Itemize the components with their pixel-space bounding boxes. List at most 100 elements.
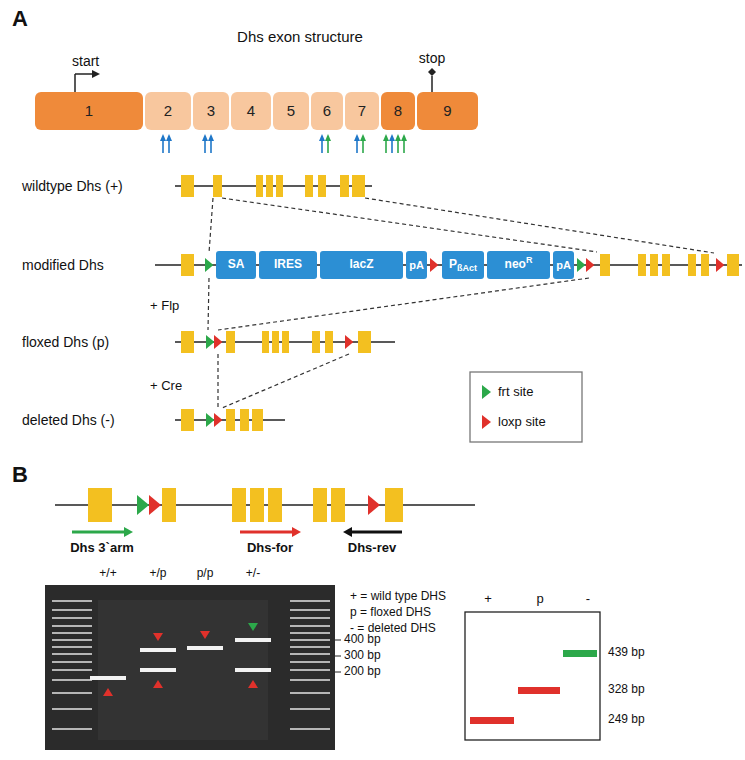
size-tick [335,672,341,673]
exon-block [331,488,345,522]
ladder-band [52,653,92,655]
site-arrow-head [383,134,389,141]
exon-box: 6 [311,92,343,130]
ladder-band [290,692,330,694]
row-label: wildtype Dhs (+) [22,178,123,194]
stop-line [431,76,433,92]
site-arrow [204,140,206,153]
start-line [74,74,76,92]
panel-title: Dhs exon structure [237,28,363,45]
site-arrow-head [395,134,401,141]
site-arrow-head [202,134,208,141]
key-text: p = floxed DHS [350,606,431,620]
exon-block [226,331,235,353]
exon-block [232,488,246,522]
loxp-site [149,495,161,515]
exon-block [340,175,349,197]
cassette-box: SA [216,251,256,279]
gel-band [140,648,176,652]
ladder-band [52,692,92,694]
ladder-band [290,669,330,671]
site-arrow [162,140,164,153]
ladder-band [52,600,92,602]
exon-block [213,175,222,197]
legend-frame [470,372,582,442]
size-label: 328 bp [608,683,645,697]
gel-image [45,585,335,750]
gel-band [90,676,126,680]
marker-label: start [72,53,99,69]
ladder-band [290,632,330,634]
step-label: + Cre [150,379,182,394]
site-arrow-head [354,134,360,141]
legend-text: frt site [498,385,533,400]
exon-block [252,409,263,431]
marker-label: stop [419,50,445,66]
site-arrow [356,140,358,153]
ladder-band [290,609,330,611]
exon-block [358,331,371,353]
box-text: 1 [85,103,93,120]
exon-block [312,331,320,353]
exon-block [240,409,249,431]
gel-band [235,638,271,642]
exon-box: 9 [417,92,478,130]
ladder-band [290,617,330,619]
box-text: 2 [164,103,172,120]
ladder-band [290,653,330,655]
exon-block [262,331,269,353]
ladder-band [52,639,92,641]
start-arrowhead [92,70,100,78]
box-text: neo [505,258,526,271]
ladder-band [52,661,92,663]
loxp-site [214,413,222,427]
ladder-band [52,708,92,710]
frt-site [577,258,585,272]
band-marker [200,631,210,639]
exon-block [181,331,194,353]
exon-block [313,488,327,522]
box-text: 3 [207,103,215,120]
box-text: P [449,258,457,271]
panel-letter: B [12,462,28,487]
loxp-site [430,258,438,272]
size-label: 439 bp [608,646,645,660]
ladder-band [290,708,330,710]
cassette-box: pA [553,251,574,279]
band-bar [563,650,597,657]
site-arrow-head [160,134,166,141]
row-label: floxed Dhs (p) [22,334,109,350]
size-label: 300 bp [344,649,381,663]
exon-block [662,254,670,276]
exon-block [250,488,264,522]
exon-block [305,175,313,197]
exon-block [318,175,326,197]
box-text: 9 [443,103,451,120]
site-arrow [397,140,399,153]
ladder-band [290,661,330,663]
gene-line [55,504,475,506]
superscript-text: R [526,256,533,266]
exon-block [385,488,403,522]
cassette-box: PßAct [442,251,484,279]
exon-block [688,254,696,276]
exon-box: 8 [381,92,415,130]
column-header: p [536,592,543,607]
band-marker [153,680,163,688]
exon-box: 3 [193,92,229,130]
box-text: 5 [287,103,295,120]
exon-box: 4 [231,92,271,130]
ladder-band [52,625,92,627]
site-arrow-head [389,134,395,141]
ladder-band [290,639,330,641]
site-arrow-head [360,134,366,141]
site-arrow [391,140,393,153]
ladder-band [52,609,92,611]
site-arrow [327,140,329,153]
primer-arrowhead [124,527,133,537]
frt-site [206,413,214,427]
lane-label: p/p [197,567,214,581]
ladder-band [52,679,92,681]
lane-label: +/- [246,567,260,581]
column-header: - [586,592,590,607]
